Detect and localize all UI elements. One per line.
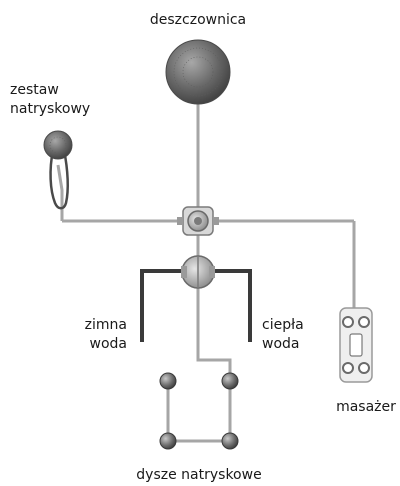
rain-shower-head-icon	[165, 39, 231, 105]
diverter-valve-icon	[177, 206, 219, 236]
cold-water-label-line2: woda	[90, 336, 127, 352]
shower-set-label-line2: natryskowy	[10, 101, 90, 117]
mixer-valve-icon	[181, 255, 215, 289]
shower-set-label-line1: zestaw	[10, 82, 59, 98]
cold-water-label-line1: zimna	[85, 317, 127, 333]
hot-water-label-line1: ciepła	[262, 317, 304, 333]
hot-water-pipe	[214, 269, 252, 342]
jets-label: dysze natryskowe	[136, 467, 261, 483]
massager-panel-icon	[339, 307, 373, 383]
jets-feed-pipe	[196, 286, 232, 383]
rain-shower-label: deszczownica	[150, 12, 246, 28]
pipes	[56, 102, 356, 443]
hand-shower-hose	[56, 164, 64, 221]
jet-nozzle-icon	[159, 372, 239, 450]
hand-shower-icon	[43, 130, 73, 210]
massager-label: masażer	[336, 399, 396, 415]
jets-loop-pipe	[166, 383, 232, 443]
cold-water-pipe	[140, 269, 182, 342]
hot-water-label-line2: woda	[262, 336, 299, 352]
